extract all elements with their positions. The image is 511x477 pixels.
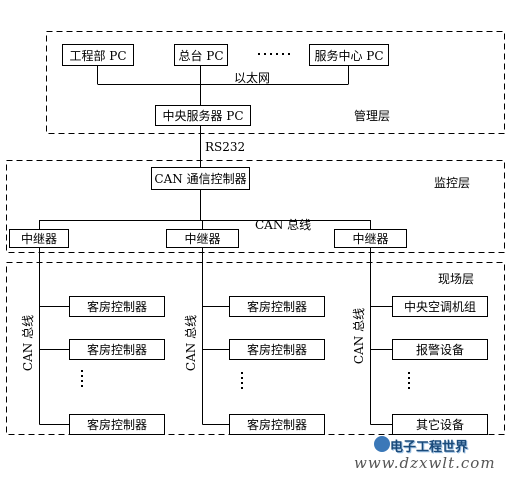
watermark-url: www.dzxwlt.com — [354, 454, 496, 472]
col2-bus-label: CAN 总线 — [184, 314, 198, 372]
management-layer-label: 管理层 — [354, 109, 391, 123]
repeater-3: 中继器 — [334, 229, 407, 248]
central-server-pc: 中央服务器 PC — [155, 105, 251, 126]
col2-ellipsis — [240, 372, 244, 392]
central-ac-unit: 中央空调机组 — [392, 296, 488, 317]
col3-bus-label: CAN 总线 — [352, 307, 366, 365]
col1-ellipsis — [80, 370, 84, 390]
field-frame — [6, 262, 505, 435]
ethernet-bus-line — [97, 66, 349, 105]
rs232-label: RS232 — [205, 140, 246, 154]
field-layer-label: 现场层 — [438, 272, 475, 286]
pc-front-desk: 总台 PC — [174, 44, 228, 66]
watermark: 电子工程世界 www.dzxwlt.com — [348, 436, 510, 476]
room-controller-c2-2: 客房控制器 — [229, 339, 325, 360]
room-controller-c2-1: 客房控制器 — [229, 296, 325, 317]
monitor-layer-label: 监控层 — [434, 176, 471, 190]
room-controller-c1-1: 客房控制器 — [69, 296, 165, 317]
ethernet-label: 以太网 — [234, 71, 271, 85]
can-bus-label: CAN 总线 — [255, 218, 312, 232]
field-bus-lines — [39, 248, 371, 425]
can-controller: CAN 通信控制器 — [151, 167, 250, 190]
col2-branches — [202, 306, 229, 425]
alarm-device: 报警设备 — [392, 339, 488, 360]
col1-bus-label: CAN 总线 — [21, 314, 35, 372]
room-controller-c1-3: 客房控制器 — [69, 414, 165, 435]
room-controller-c2-3: 客房控制器 — [229, 414, 325, 435]
watermark-logo-icon — [374, 436, 390, 452]
pc-ellipsis — [258, 52, 290, 56]
room-controller-c1-2: 客房控制器 — [69, 339, 165, 360]
col3-ellipsis — [407, 372, 411, 392]
pc-service-center: 服务中心 PC — [309, 44, 389, 66]
col1-branches — [39, 306, 69, 425]
pc-engineering: 工程部 PC — [62, 44, 134, 66]
other-devices: 其它设备 — [392, 414, 488, 435]
can-bus-line — [39, 190, 371, 229]
col3-branches — [370, 306, 392, 425]
repeater-2: 中继器 — [166, 229, 239, 248]
watermark-title: 电子工程世界 — [390, 440, 469, 455]
repeater-1: 中继器 — [9, 229, 69, 248]
monitor-frame — [6, 160, 505, 253]
